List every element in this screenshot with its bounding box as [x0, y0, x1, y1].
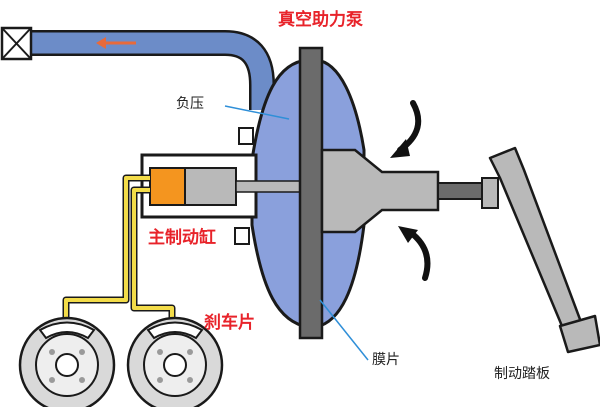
- brake-disc-left: [18, 316, 116, 411]
- brake-lines: [62, 174, 176, 323]
- booster-front-shell: [250, 58, 310, 329]
- label-negative-pressure: 负压: [176, 96, 204, 112]
- flow-arrow-icon: [96, 37, 136, 49]
- leader-diaphragm: [319, 299, 369, 361]
- mount-tab-upper: [238, 127, 254, 145]
- label-brake-pad: 刹车片: [204, 313, 255, 333]
- brake-disc-right: [126, 316, 224, 411]
- leader-negative-pressure: [224, 105, 290, 120]
- label-brake-pedal: 制动踏板: [494, 366, 550, 382]
- label-diaphragm: 膜片: [372, 352, 400, 368]
- check-valve-icon: [0, 26, 33, 61]
- label-master-cylinder: 主制动缸: [148, 228, 216, 248]
- mount-tab-lower: [234, 227, 250, 245]
- air-inflow-arrow-upper-icon: [390, 100, 422, 158]
- vacuum-pipe: [28, 30, 275, 110]
- master-cylinder: [140, 153, 305, 219]
- brake-pedal: [481, 146, 600, 354]
- label-vacuum-booster: 真空助力泵: [278, 10, 363, 30]
- diaphragm: [298, 46, 324, 340]
- air-inflow-arrow-lower-icon: [398, 226, 431, 281]
- push-rod-plunger: [320, 148, 487, 234]
